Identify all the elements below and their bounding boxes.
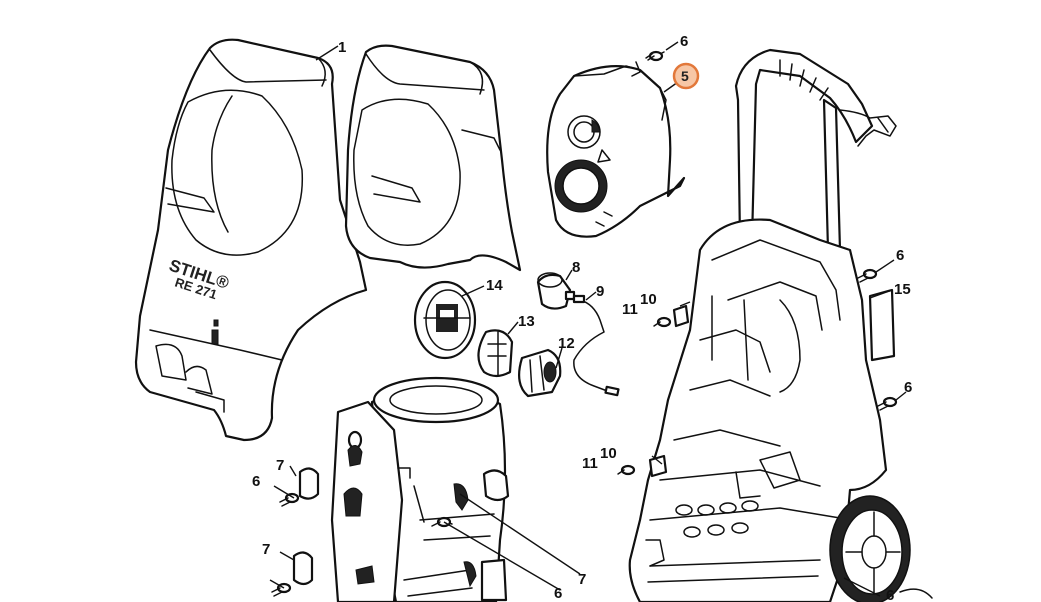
callout-7-upper: 7 — [276, 457, 284, 474]
screw-part-left[interactable] — [279, 492, 300, 507]
callout-8: 8 — [572, 259, 580, 276]
motor-assembly-part[interactable] — [330, 376, 510, 602]
cap-part[interactable] — [536, 272, 576, 310]
callout-labels: 1 5 6 6 6 6 6 6 7 7 7 8 9 10 10 11 11 12… — [252, 33, 912, 602]
callout-6-right-upper: 6 — [896, 247, 904, 264]
callout-6-top: 6 — [680, 33, 688, 50]
callout-6-right-lower: 6 — [904, 379, 912, 396]
front-cover-part[interactable]: STIHL® RE 271 — [134, 38, 368, 442]
callout-12: 12 — [558, 335, 575, 352]
callout-7-right: 7 — [578, 571, 586, 588]
screw-part-bottom-left[interactable] — [271, 582, 292, 597]
callout-13: 13 — [518, 313, 535, 330]
callout-1: 1 — [338, 39, 346, 56]
knob-part[interactable] — [517, 348, 562, 398]
screw-part-top[interactable] — [645, 50, 665, 62]
leader-lines — [269, 41, 907, 597]
frame-handle-part[interactable] — [628, 48, 933, 602]
callout-7-lower: 7 — [262, 541, 270, 558]
callout-6-bottom: 6 — [554, 585, 562, 602]
screw-part-right-upper[interactable] — [857, 268, 878, 283]
callout-10-upper: 10 — [640, 291, 657, 308]
callout-11-lower: 11 — [582, 455, 598, 472]
clip-7-part-lower[interactable] — [292, 551, 314, 586]
washer-10-part-upper[interactable] — [672, 304, 690, 328]
callout-6-left: 6 — [252, 473, 260, 490]
label-plate-part[interactable] — [868, 288, 896, 362]
screw-11-part-upper[interactable] — [653, 316, 672, 328]
clip-part[interactable] — [477, 329, 514, 378]
callout-11-upper: 11 — [622, 301, 638, 318]
highlight-marker — [672, 62, 700, 90]
washer-10-part-lower[interactable] — [648, 454, 668, 478]
switch-disc-part[interactable] — [413, 280, 477, 360]
cable-part[interactable] — [572, 294, 620, 397]
callout-5-highlighted[interactable]: 5 — [681, 68, 689, 84]
callout-9: 9 — [596, 283, 604, 300]
screw-11-part-lower[interactable] — [617, 464, 636, 476]
callout-14: 14 — [486, 277, 503, 294]
rear-cover-part[interactable] — [344, 44, 522, 272]
callout-15: 15 — [894, 281, 911, 298]
bottom-fade — [0, 520, 260, 602]
screw-part-right-lower[interactable] — [877, 396, 898, 411]
callout-10-lower: 10 — [600, 445, 617, 462]
gauge-panel-part[interactable] — [546, 61, 686, 238]
callout-6-bottom-right: 6 — [886, 587, 894, 602]
clip-7-part-upper[interactable] — [298, 467, 320, 500]
